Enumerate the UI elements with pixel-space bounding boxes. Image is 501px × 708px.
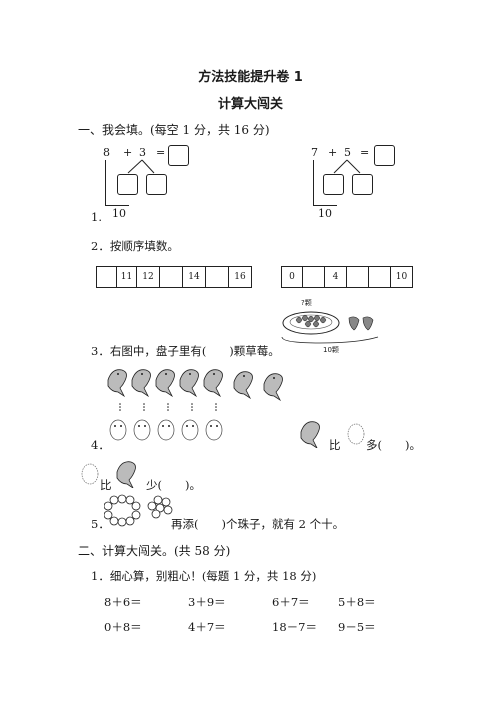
seq1-cell: 11 (117, 267, 137, 287)
seq2-cell: 10 (395, 272, 408, 282)
dolphin-icon (233, 371, 253, 399)
seq2-cell[interactable] (303, 267, 325, 287)
q5-number: 5． (91, 517, 110, 531)
page-title: 方法技能提升卷 1 (198, 70, 303, 85)
q1-right-stem (313, 160, 314, 206)
q4-more-blank: 多( )。 (366, 438, 421, 452)
q1-right-a: 7 (311, 146, 318, 159)
q1-right-b: 5 (344, 146, 351, 159)
section-1-heading: 一、我会填。(每空 1 分，共 16 分) (78, 123, 270, 137)
q4-less-blank: 少( )。 (146, 478, 201, 492)
total-count-label: 10颗 (323, 346, 339, 354)
q1-number: 1. (91, 210, 102, 224)
q1-left-bracket (105, 205, 129, 206)
dolphin-icon (131, 369, 151, 397)
penguin-icon (157, 419, 175, 441)
penguin-icon (109, 419, 127, 441)
q1-right-part-box-2[interactable] (352, 174, 373, 195)
penguin-icon (347, 423, 365, 445)
seq1-cell[interactable] (97, 267, 117, 287)
calc-item: 5＋8＝ (338, 595, 376, 609)
q1-left-branches (127, 159, 155, 174)
plate-icon (281, 311, 379, 344)
calc-item: 3＋9＝ (188, 595, 226, 609)
q1-left-part-box-1[interactable] (117, 174, 138, 195)
q1-left-stem (105, 160, 106, 206)
q4-compare-1: 比 (329, 438, 341, 452)
q1-left-op: + (123, 146, 133, 159)
seq2-cell[interactable] (347, 267, 369, 287)
q1-right-ten: 10 (318, 207, 332, 220)
dolphin-icon (263, 373, 283, 401)
seq2-cell: 4 (325, 267, 347, 287)
calc-item: 18－7＝ (272, 620, 317, 634)
penguin-icon (181, 419, 199, 441)
dolphin-icon (107, 369, 127, 397)
seq1-cell[interactable] (160, 267, 183, 287)
sequence-1: 11 12 14 16 (96, 266, 252, 288)
seq1-cell: 16 (234, 272, 246, 282)
q1-left-ten: 10 (112, 207, 126, 220)
q1-left-b: 3 (139, 146, 146, 159)
calc-item: 0＋8＝ (104, 620, 142, 634)
sequence-2: 0 4 10 (281, 266, 413, 288)
beads-illustration (104, 494, 173, 527)
dolphin-icon (179, 369, 199, 397)
penguin-icon (133, 419, 151, 441)
q5-text: 再添( )个珠子，就有 2 个十。 (171, 517, 345, 531)
dolphin-icon (116, 461, 136, 488)
q1-left-a: 8 (103, 146, 110, 159)
q4-number: 4． (91, 438, 110, 452)
seq1-cell[interactable] (206, 267, 229, 287)
q1-right-op: + (328, 146, 338, 159)
q2-label: 2．按顺序填数。 (91, 239, 179, 253)
q1-right-bracket (313, 205, 337, 206)
q1-left-answer-box[interactable] (168, 145, 189, 166)
q1-right-branches (333, 159, 361, 174)
s2-q1-label: 1．细心算，别粗心！(每题 1 分，共 18 分) (91, 569, 317, 583)
penguin-icon (81, 463, 99, 485)
calc-item: 4＋7＝ (188, 620, 226, 634)
q1-left-eq: = (156, 146, 166, 159)
seq1-cell: 14 (183, 267, 206, 287)
q1-left-part-box-2[interactable] (146, 174, 167, 195)
unknown-count-label: ?颗 (301, 299, 312, 307)
seq2-cell: 0 (282, 267, 303, 287)
penguin-icon (205, 419, 223, 441)
dolphin-icon (203, 369, 223, 397)
q4-compare-2: 比 (100, 478, 112, 492)
q1-right-answer-box[interactable] (374, 145, 395, 166)
calc-item: 6＋7＝ (272, 595, 310, 609)
calc-item: 9－5＝ (338, 620, 376, 634)
seq1-cell: 12 (137, 267, 160, 287)
dolphins-and-penguins (107, 369, 283, 441)
dolphin-icon (300, 421, 320, 448)
q1-right-eq: = (360, 146, 370, 159)
calc-item: 8＋6＝ (104, 595, 142, 609)
q3-text: 3．右图中，盘子里有( )颗草莓。 (91, 344, 280, 358)
section-2-heading: 二、计算大闯关。(共 58 分) (78, 544, 231, 558)
seq2-cell[interactable] (369, 267, 391, 287)
page-subtitle: 计算大闯关 (217, 97, 283, 112)
q1-right-part-box-1[interactable] (323, 174, 344, 195)
dolphin-icon (155, 369, 175, 397)
